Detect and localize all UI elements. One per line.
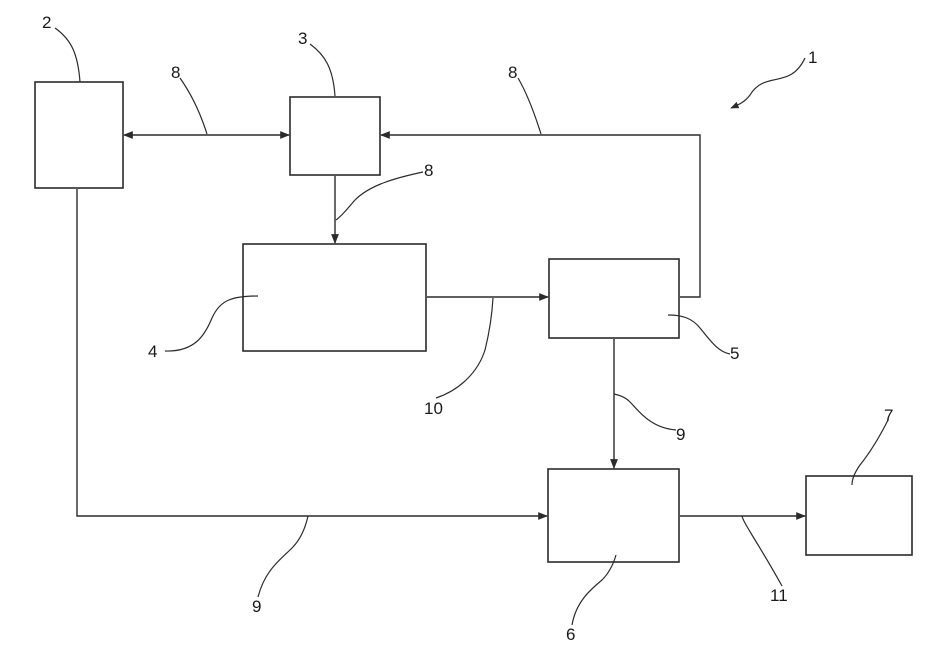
block-5	[549, 259, 679, 338]
ref-numeral-block-7: 7	[884, 406, 893, 425]
leader-3	[310, 44, 335, 96]
ref-numeral-link-10: 10	[424, 399, 443, 418]
ref-numeral-block-3: 3	[298, 29, 307, 48]
ref-numeral-block-4: 4	[148, 342, 157, 361]
ref-numeral-link-9-right: 9	[676, 425, 685, 444]
block-3	[290, 97, 380, 175]
leader-9-bottom	[258, 516, 308, 597]
ref-numeral-block-5: 5	[730, 344, 739, 363]
block-7	[806, 476, 912, 555]
ref-numeral-block-2: 2	[42, 13, 51, 32]
leader-2	[55, 28, 80, 82]
ref-numeral-link-11: 11	[770, 586, 788, 605]
ref-numeral-link-9-bottom: 9	[252, 597, 261, 616]
block-4	[243, 244, 426, 351]
leader-8-right	[518, 78, 541, 134]
ref-numeral-link-8-right: 8	[508, 63, 517, 82]
leader-6	[572, 555, 616, 625]
ref-numeral-system: 1	[808, 48, 817, 67]
ref-numeral-link-8-down: 8	[424, 161, 433, 180]
block-6	[548, 469, 679, 562]
leader-9-right	[614, 394, 676, 430]
ref-numeral-link-8-left: 8	[171, 63, 180, 82]
leader-8-down	[336, 172, 423, 220]
leader-1-arrow	[731, 58, 805, 108]
leader-8-left	[180, 78, 207, 134]
leader-11	[742, 516, 782, 586]
ref-numeral-block-6: 6	[566, 625, 575, 644]
block-2	[35, 82, 123, 188]
leader-10	[436, 298, 493, 398]
